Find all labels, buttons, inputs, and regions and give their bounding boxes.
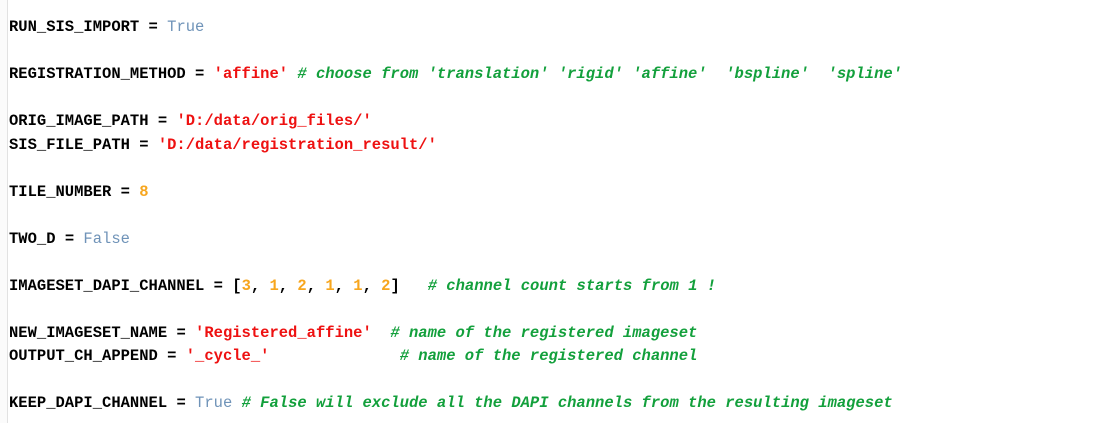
token-num: 1 [353, 276, 363, 295]
token-op [232, 394, 241, 412]
token-punct: ] [390, 276, 400, 295]
code-line: REGISTRATION_METHOD = 'affine' # choose … [9, 63, 1096, 87]
token-kw: False [83, 229, 130, 248]
token-num: 3 [241, 276, 251, 295]
token-str: 'D:/data/registration_result/' [157, 135, 437, 154]
token-op: = [148, 112, 177, 130]
code-line: RUN_SIS_IMPORT = True [9, 16, 1096, 40]
token-name: TILE_NUMBER [9, 182, 112, 201]
code-line: TWO_D = False [9, 228, 1096, 252]
token-comment: # channel count starts from 1 ! [427, 276, 717, 295]
token-op: = [167, 394, 196, 412]
token-num: 1 [325, 276, 335, 295]
token-name: IMAGESET_DAPI_CHANNEL [9, 276, 205, 295]
token-punct: , [334, 276, 354, 295]
code-line: ORIG_IMAGE_PATH = 'D:/data/orig_files/' [9, 110, 1096, 134]
token-name: SIS_FILE_PATH [9, 135, 130, 154]
token-op: = [55, 229, 84, 248]
token-punct: , [362, 276, 382, 295]
token-num: 2 [381, 276, 391, 295]
token-punct: , [306, 276, 326, 295]
code-line-blank [9, 204, 1096, 228]
token-comment: # choose from 'translation' 'rigid' 'aff… [297, 65, 902, 83]
token-name: OUTPUT_CH_APPEND [9, 347, 158, 365]
code-line-blank [9, 251, 1096, 275]
code-line: KEEP_DAPI_CHANNEL = True # False will ex… [9, 392, 1096, 416]
token-op: = [204, 276, 233, 295]
token-op: = [111, 182, 140, 201]
token-name: TWO_D [9, 229, 56, 248]
token-op [372, 324, 391, 342]
token-comment: # False will exclude all the DAPI channe… [241, 394, 893, 412]
token-punct: , [250, 276, 270, 295]
code-line: IMAGESET_DAPI_CHANNEL = [3, 1, 2, 1, 1, … [9, 275, 1096, 299]
token-op [269, 347, 399, 365]
token-op: = [139, 18, 168, 36]
token-str: 'affine' [213, 65, 289, 83]
code-line: OUTPUT_CH_APPEND = '_cycle_' # name of t… [9, 345, 1096, 369]
token-comment: # name of the registered imageset [390, 323, 698, 342]
token-op: = [185, 65, 214, 83]
editor-gutter [0, 0, 8, 423]
code-line-blank [9, 157, 1096, 181]
token-name: RUN_SIS_IMPORT [9, 18, 140, 36]
code-line: SIS_FILE_PATH = 'D:/data/registration_re… [9, 134, 1096, 158]
token-name: REGISTRATION_METHOD [9, 65, 186, 83]
token-name: KEEP_DAPI_CHANNEL [9, 394, 168, 412]
token-comment: # name of the registered channel [399, 347, 698, 365]
code-line: TILE_NUMBER = 8 [9, 181, 1096, 205]
token-op: = [129, 135, 158, 154]
code-line: NEW_IMAGESET_NAME = 'Registered_affine' … [9, 322, 1096, 346]
token-op: = [167, 323, 196, 342]
code-line-blank [9, 298, 1096, 322]
token-op: = [157, 347, 186, 365]
code-line-blank [9, 369, 1096, 393]
token-op [288, 65, 297, 83]
code-line-blank [9, 87, 1096, 111]
token-num: 2 [297, 276, 307, 295]
code-line-blank [9, 40, 1096, 64]
token-str: '_cycle_' [185, 347, 270, 365]
token-punct: [ [232, 276, 242, 295]
token-op [400, 277, 428, 295]
token-name: NEW_IMAGESET_NAME [9, 323, 168, 342]
token-num: 8 [139, 182, 149, 201]
token-str: 'Registered_affine' [195, 323, 372, 342]
token-str: 'D:/data/orig_files/' [176, 112, 372, 130]
token-kw: True [167, 18, 205, 36]
token-punct: , [278, 276, 298, 295]
token-num: 1 [269, 276, 279, 295]
token-kw: True [195, 394, 233, 412]
token-name: ORIG_IMAGE_PATH [9, 112, 149, 130]
